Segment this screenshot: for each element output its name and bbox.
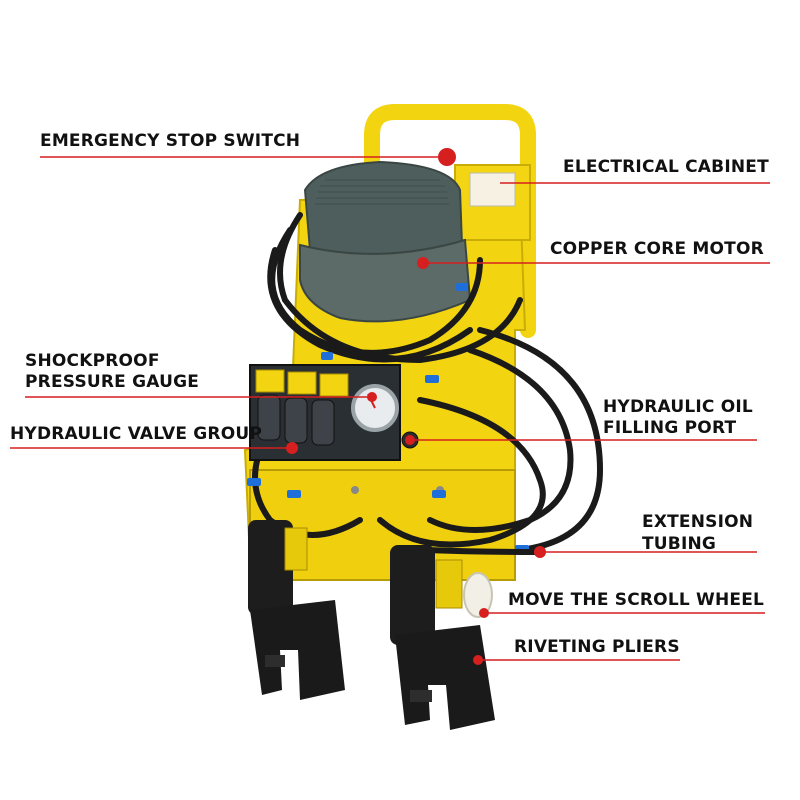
label-move-scroll-wheel: MOVE THE SCROLL WHEEL (508, 590, 765, 610)
label-extension-line2: TUBING (642, 534, 717, 554)
motor-grille (315, 179, 449, 205)
label-extension-line1: EXTENSION (642, 512, 754, 532)
blue-fittings (247, 283, 529, 553)
motor-fan-cover (303, 160, 464, 256)
riveting-pliers-left (248, 520, 345, 700)
label-emergency-stop-switch: EMERGENCY STOP SWITCH (40, 131, 301, 151)
label-shockproof-line2: PRESSURE GAUGE (25, 372, 200, 392)
label-hydraulic-oil-line1: HYDRAULIC OIL (603, 397, 753, 417)
label-hydraulic-valve-group: HYDRAULIC VALVE GROUP (10, 424, 263, 444)
frame-bolt (351, 486, 359, 494)
label-electrical-cabinet: ELECTRICAL CABINET (563, 157, 769, 177)
label-copper-core-motor: COPPER CORE MOTOR (550, 239, 764, 259)
cabinet-sticker (469, 172, 516, 207)
scroll-wheel (463, 572, 493, 618)
riveting-pliers-right (390, 545, 495, 730)
frame-handle (364, 104, 536, 338)
label-hydraulic-oil-line2: FILLING PORT (603, 418, 737, 438)
extension-tubing (424, 547, 541, 555)
label-riveting-pliers: RIVETING PLIERS (514, 637, 680, 657)
solenoid-valves (255, 369, 349, 446)
label-shockproof-line1: SHOCKPROOF (25, 351, 160, 371)
hydraulic-hoses (252, 212, 604, 553)
leader-lines (10, 156, 770, 661)
